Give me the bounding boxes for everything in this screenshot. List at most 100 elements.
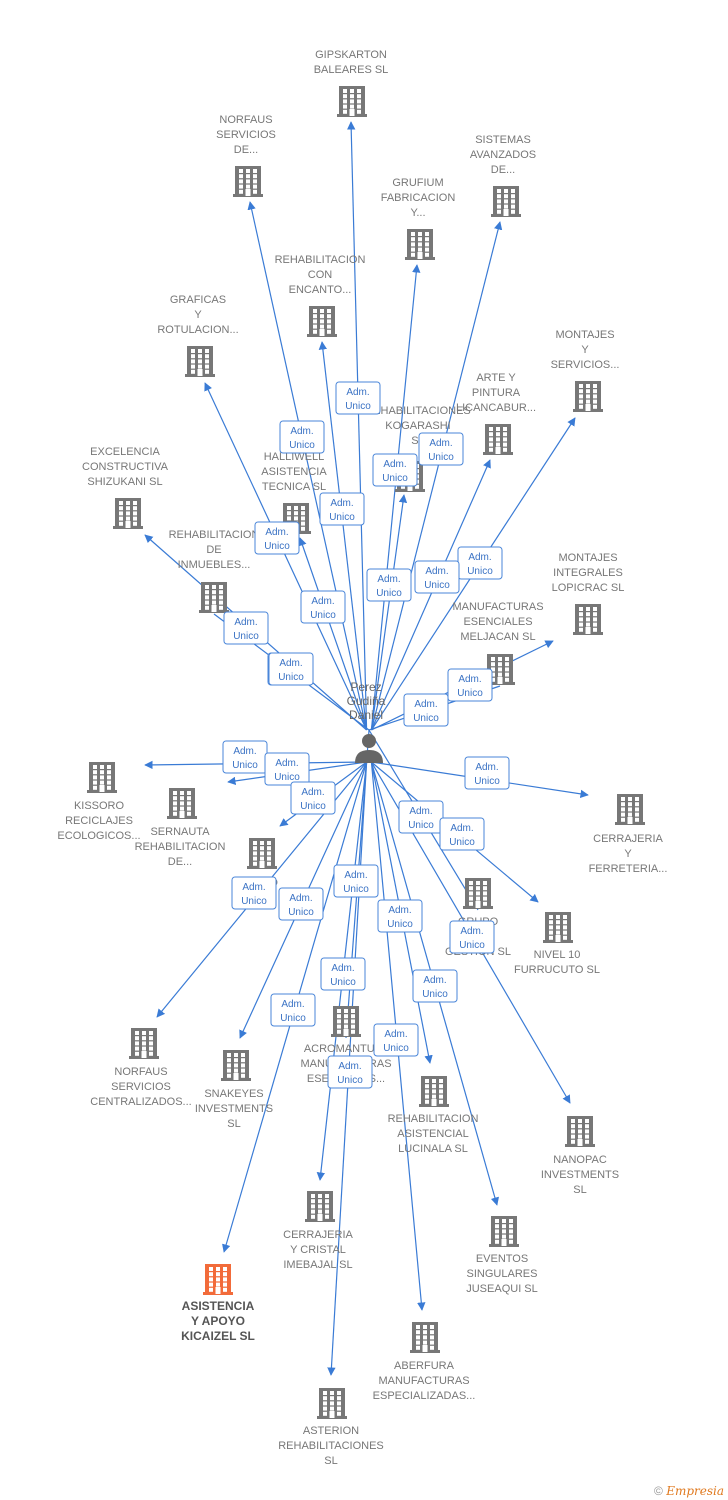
edge-rehab-kogarashi bbox=[370, 494, 408, 731]
node-label-line: AVANZADOS bbox=[470, 149, 536, 161]
edge-badge-montajes-servicios[interactable]: Adm.Unico bbox=[457, 546, 503, 580]
building-icon bbox=[615, 794, 645, 825]
node-label-line: SINGULARES bbox=[467, 1268, 538, 1280]
badge-line1: Adm. bbox=[423, 975, 446, 986]
building-icon bbox=[337, 86, 367, 117]
company-node-rehab-inmuebles[interactable]: REHABILITACIONDEINMUEBLES... bbox=[169, 529, 260, 613]
edge-badge-halliwell[interactable]: Adm.Unico bbox=[300, 590, 346, 624]
badge-line2: Unico bbox=[278, 672, 304, 683]
company-node-norfaus-servicios-de[interactable]: NORFAUSSERVICIOSDE... bbox=[216, 114, 276, 197]
edge-badge-sernauta[interactable]: Adm.Unico bbox=[264, 752, 310, 786]
company-node-montajes-servicios[interactable]: MONTAJESYSERVICIOS... bbox=[551, 329, 620, 412]
node-label-line: INVESTMENTS bbox=[541, 1169, 619, 1181]
badge-line2: Unico bbox=[408, 820, 434, 831]
footer-brand[interactable]: © Empresia bbox=[654, 1484, 724, 1498]
edge-badge-kissoro[interactable]: Adm.Unico bbox=[222, 740, 268, 774]
company-node-kissoro[interactable]: KISSORORECICLAJESECOLOGICOS... bbox=[57, 762, 141, 842]
node-label-line: ESENCIALES bbox=[463, 616, 532, 628]
edge-badge-sistemas-avanzados[interactable]: Adm.Unico bbox=[372, 453, 418, 487]
edge-badge-norfaus-servicios-de[interactable]: Adm.Unico bbox=[279, 420, 325, 454]
building-icon bbox=[573, 604, 603, 635]
edge-badge-snakeyes[interactable]: Adm.Unico bbox=[278, 887, 324, 921]
badge-line2: Unico bbox=[289, 440, 315, 451]
node-label-line: MANUFACTURAS bbox=[378, 1375, 469, 1387]
edge-badge-gipskarton[interactable]: Adm.Unico bbox=[335, 381, 381, 415]
badge-line1: Adm. bbox=[275, 758, 298, 769]
company-node-norfaus-centralizados[interactable]: NORFAUSSERVICIOSCENTRALIZADOS... bbox=[90, 1028, 192, 1108]
edge-badge-acromantula[interactable]: Adm.Unico bbox=[333, 864, 379, 898]
edge-badge-excelencia[interactable]: Adm.Unico bbox=[223, 611, 269, 645]
company-node-sistemas-avanzados[interactable]: SISTEMASAVANZADOSDE... bbox=[470, 134, 536, 217]
company-node-manufacturas-meljacan[interactable]: MANUFACTURAS ESENCIALES MELJACAN SL bbox=[452, 601, 544, 685]
edge-badge-norfaus-centralizados[interactable]: Adm.Unico bbox=[231, 876, 277, 910]
node-label-line: LOPICRAC SL bbox=[552, 582, 625, 594]
edge-badge-graficas[interactable]: Adm.Unico bbox=[254, 521, 300, 555]
badge-line1: Adm. bbox=[265, 527, 288, 538]
node-label-line: NORFAUS bbox=[114, 1066, 167, 1078]
badge-line1: Adm. bbox=[414, 699, 437, 710]
edge-badge-montajes-lopicrac[interactable]: Adm.Unico bbox=[447, 668, 493, 702]
edge-badge-nanopac[interactable]: Adm.Unico bbox=[449, 920, 495, 954]
edge-badge-mazo[interactable]: Adm.Unico bbox=[290, 781, 336, 815]
building-icon bbox=[565, 1116, 595, 1147]
edge-badge-eventos[interactable]: Adm.Unico bbox=[412, 969, 458, 1003]
node-label-line: MELJACAN SL bbox=[460, 631, 535, 643]
node-label-line: EVENTOS bbox=[476, 1253, 528, 1265]
badge-line2: Unico bbox=[457, 688, 483, 699]
edge-badge-cerrajeria-imebajal[interactable]: Adm.Unico bbox=[320, 957, 366, 991]
badge-line2: Unico bbox=[330, 977, 356, 988]
company-node-arte-pintura[interactable]: ARTE YPINTURALICANCABUR... bbox=[456, 372, 536, 455]
edge-grufium bbox=[370, 264, 421, 731]
edge-badge-nivel10[interactable]: Adm.Unico bbox=[439, 817, 485, 851]
node-label-line: NANOPAC bbox=[553, 1154, 607, 1166]
node-label-line: INTEGRALES bbox=[553, 567, 623, 579]
edge-badge-extra-0[interactable]: Adm.Unico bbox=[268, 652, 314, 686]
node-label-line: ECOLOGICOS... bbox=[57, 830, 140, 842]
edge-badge-manufacturas-meljacan[interactable]: Adm.Unico bbox=[403, 693, 449, 727]
node-label-line: ENCANTO... bbox=[289, 284, 352, 296]
company-node-aberfura[interactable]: ABERFURAMANUFACTURASESPECIALIZADAS... bbox=[373, 1322, 476, 1402]
edge-badge-arte-pintura[interactable]: Adm.Unico bbox=[414, 560, 460, 594]
edge-badge-rehab-encanto[interactable]: Adm.Unico bbox=[319, 492, 365, 526]
node-label-line: PINTURA bbox=[472, 387, 521, 399]
badge-line2: Unico bbox=[241, 896, 267, 907]
company-node-graficas[interactable]: GRAFICASYROTULACION... bbox=[157, 294, 239, 377]
edge-badge-rehab-lucinala[interactable]: Adm.Unico bbox=[377, 899, 423, 933]
edge-badge-asistencia-kicaizel[interactable]: Adm.Unico bbox=[270, 993, 316, 1027]
building-icon bbox=[87, 762, 117, 793]
edge-badge-cerrajeria-ferreteria[interactable]: Adm.Unico bbox=[464, 756, 510, 790]
company-node-grufium[interactable]: GRUFIUMFABRICACIONY... bbox=[381, 177, 456, 260]
node-label-line: CERRAJERIA bbox=[283, 1229, 353, 1241]
node-label-line: LICANCABUR... bbox=[456, 402, 536, 414]
edge-badge-grufium[interactable]: Adm.Unico bbox=[418, 432, 464, 466]
edge-badge-asterion[interactable]: Adm.Unico bbox=[327, 1055, 373, 1089]
company-node-rehab-encanto[interactable]: REHABILITACIONCONENCANTO... bbox=[275, 254, 366, 337]
node-label-line: IMEBAJAL SL bbox=[283, 1259, 352, 1271]
node-label-line: KOGARASHI bbox=[385, 420, 450, 432]
edge-badge-rehab-kogarashi[interactable]: Adm.Unico bbox=[366, 568, 412, 602]
node-label-line: DE... bbox=[168, 856, 192, 868]
node-label-line: ESPECIALIZADAS... bbox=[373, 1390, 476, 1402]
node-label-line: LUCINALA SL bbox=[398, 1143, 468, 1155]
badge-line1: Adm. bbox=[338, 1061, 361, 1072]
company-node-sernauta[interactable]: SERNAUTAREHABILITACIONDE... bbox=[135, 788, 226, 868]
edge-badge-aberfura[interactable]: Adm.Unico bbox=[373, 1023, 419, 1057]
company-node-cerrajeria-ferreteria[interactable]: CERRAJERIAYFERRETERIA... bbox=[589, 794, 668, 875]
person-name-line: Daniel bbox=[349, 708, 383, 722]
node-label-line: MANUFACTURAS bbox=[452, 601, 543, 613]
edge-badge-grupo-gestion[interactable]: Adm.Unico bbox=[398, 800, 444, 834]
